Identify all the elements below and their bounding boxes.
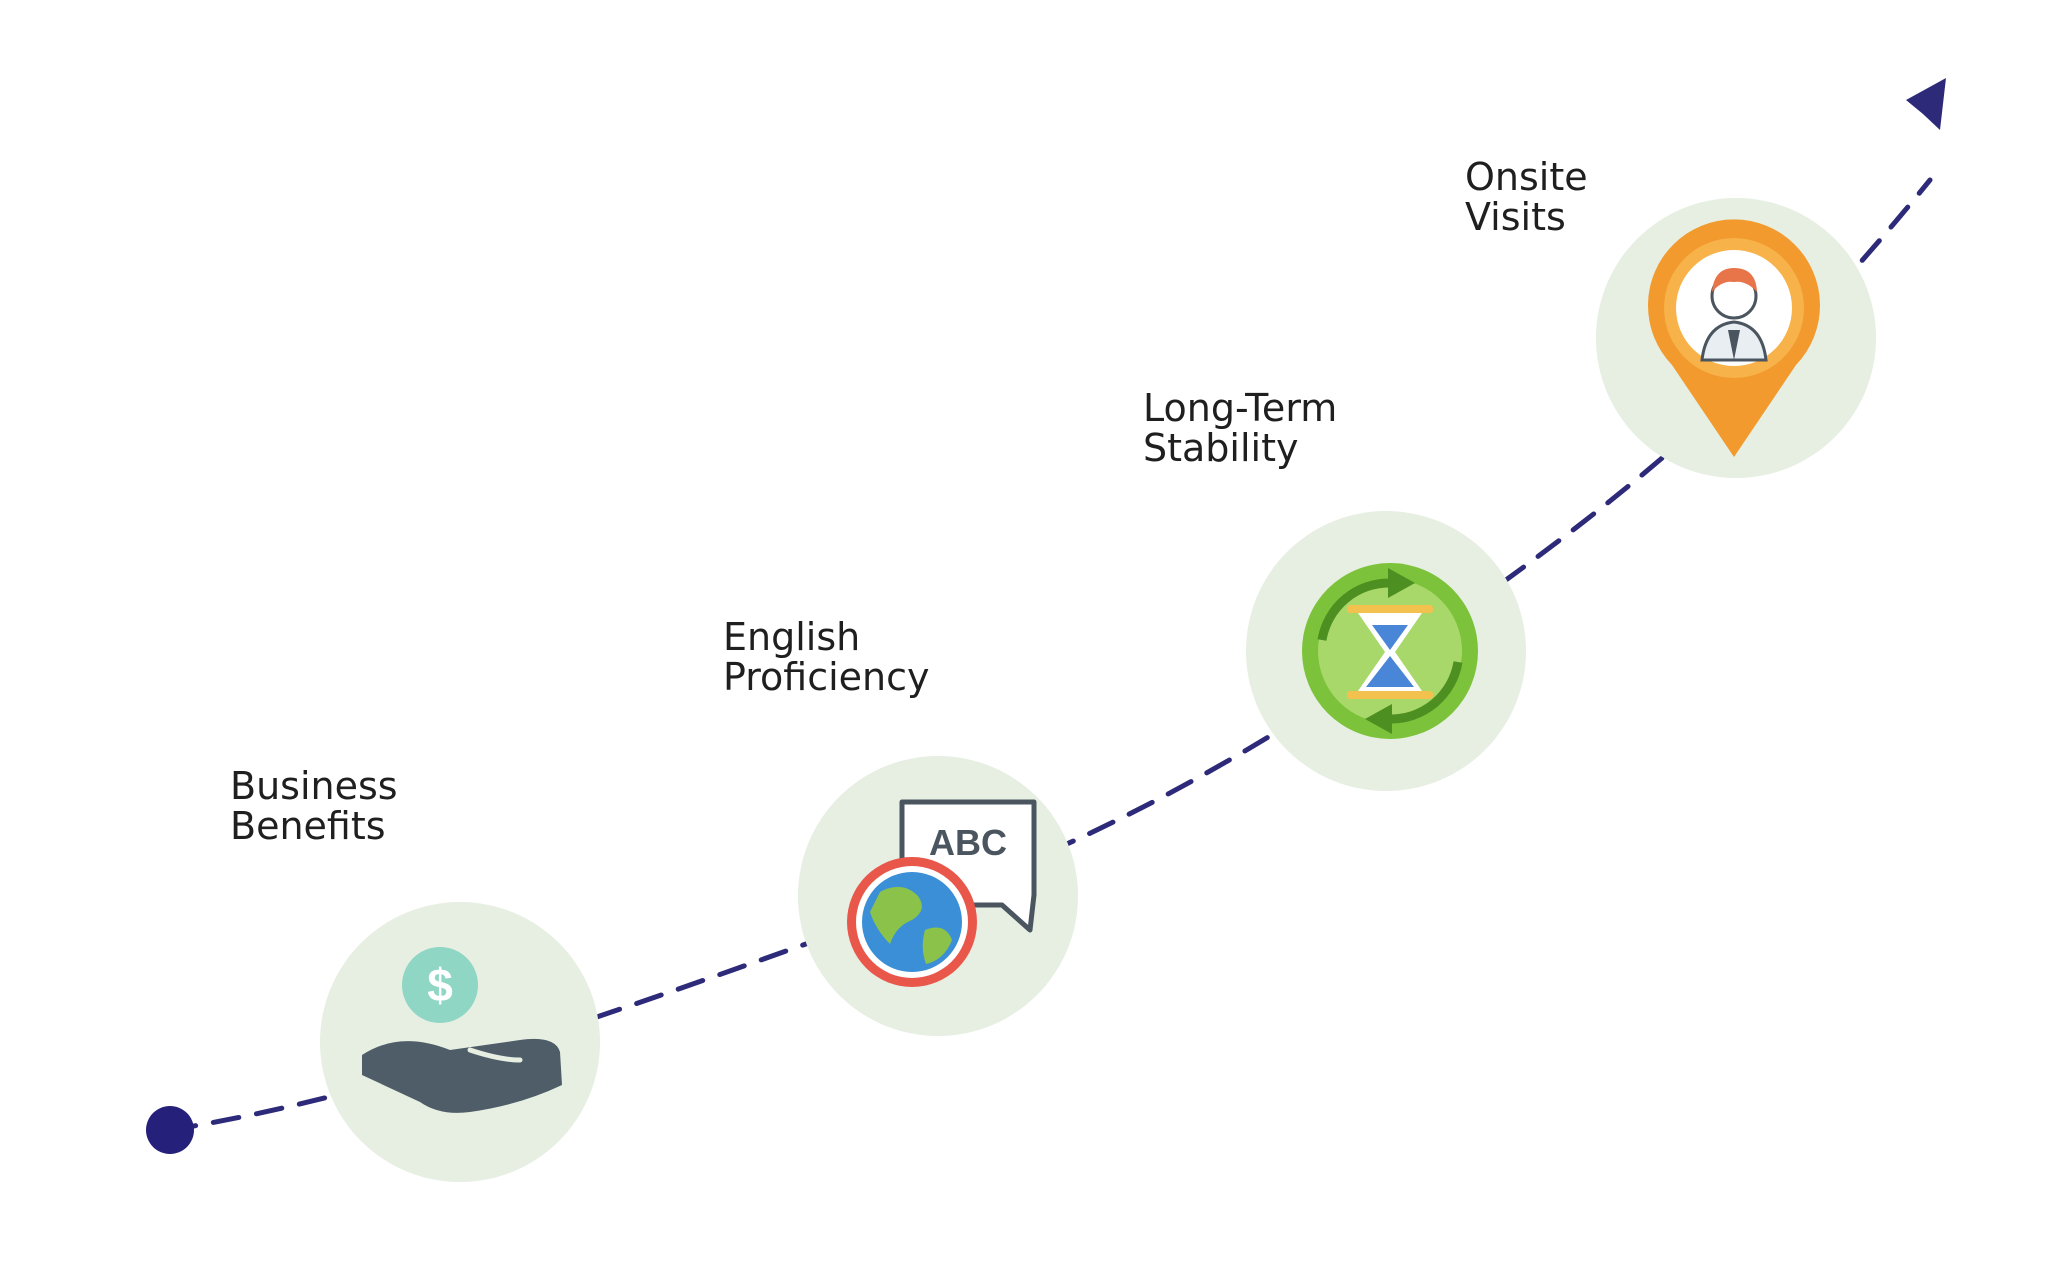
svg-text:English Proficiency: English Proficiency bbox=[723, 615, 930, 699]
step-label-line1: Business bbox=[230, 764, 398, 808]
svg-text:Long-Term Stability: Long-Term Stability bbox=[1143, 386, 1349, 470]
location-pin-person-icon bbox=[1647, 219, 1820, 457]
bubble-text: ABC bbox=[929, 822, 1007, 863]
svg-text:Onsite Visits: Onsite Visits bbox=[1465, 155, 1600, 239]
step-circle bbox=[320, 902, 600, 1182]
step-long-term-stability: Long-Term Stability bbox=[1143, 386, 1526, 791]
start-dot bbox=[146, 1106, 194, 1154]
arrow-head-icon bbox=[1906, 78, 1946, 130]
step-label-line2: Visits bbox=[1465, 195, 1566, 239]
hand-with-dollar-coin-icon: $ bbox=[362, 947, 562, 1113]
step-business-benefits: $ Business Benefits bbox=[230, 764, 600, 1182]
step-label-line2: Stability bbox=[1143, 426, 1299, 470]
step-onsite-visits: Onsite Visits bbox=[1465, 155, 1876, 478]
svg-text:Business Benefits: Business Benefits bbox=[230, 764, 410, 848]
step-english-proficiency: ABC English Proficiency bbox=[723, 615, 1078, 1036]
step-label-line2: Proficiency bbox=[723, 655, 930, 699]
hourglass-cycle-icon bbox=[1302, 563, 1478, 739]
step-label-line1: Long-Term bbox=[1143, 386, 1337, 430]
step-label-line1: English bbox=[723, 615, 860, 659]
step-label-line1: Onsite bbox=[1465, 155, 1588, 199]
coin-symbol: $ bbox=[427, 959, 453, 1011]
step-label-line2: Benefits bbox=[230, 804, 386, 848]
globe-speech-bubble-icon: ABC bbox=[847, 799, 1037, 987]
